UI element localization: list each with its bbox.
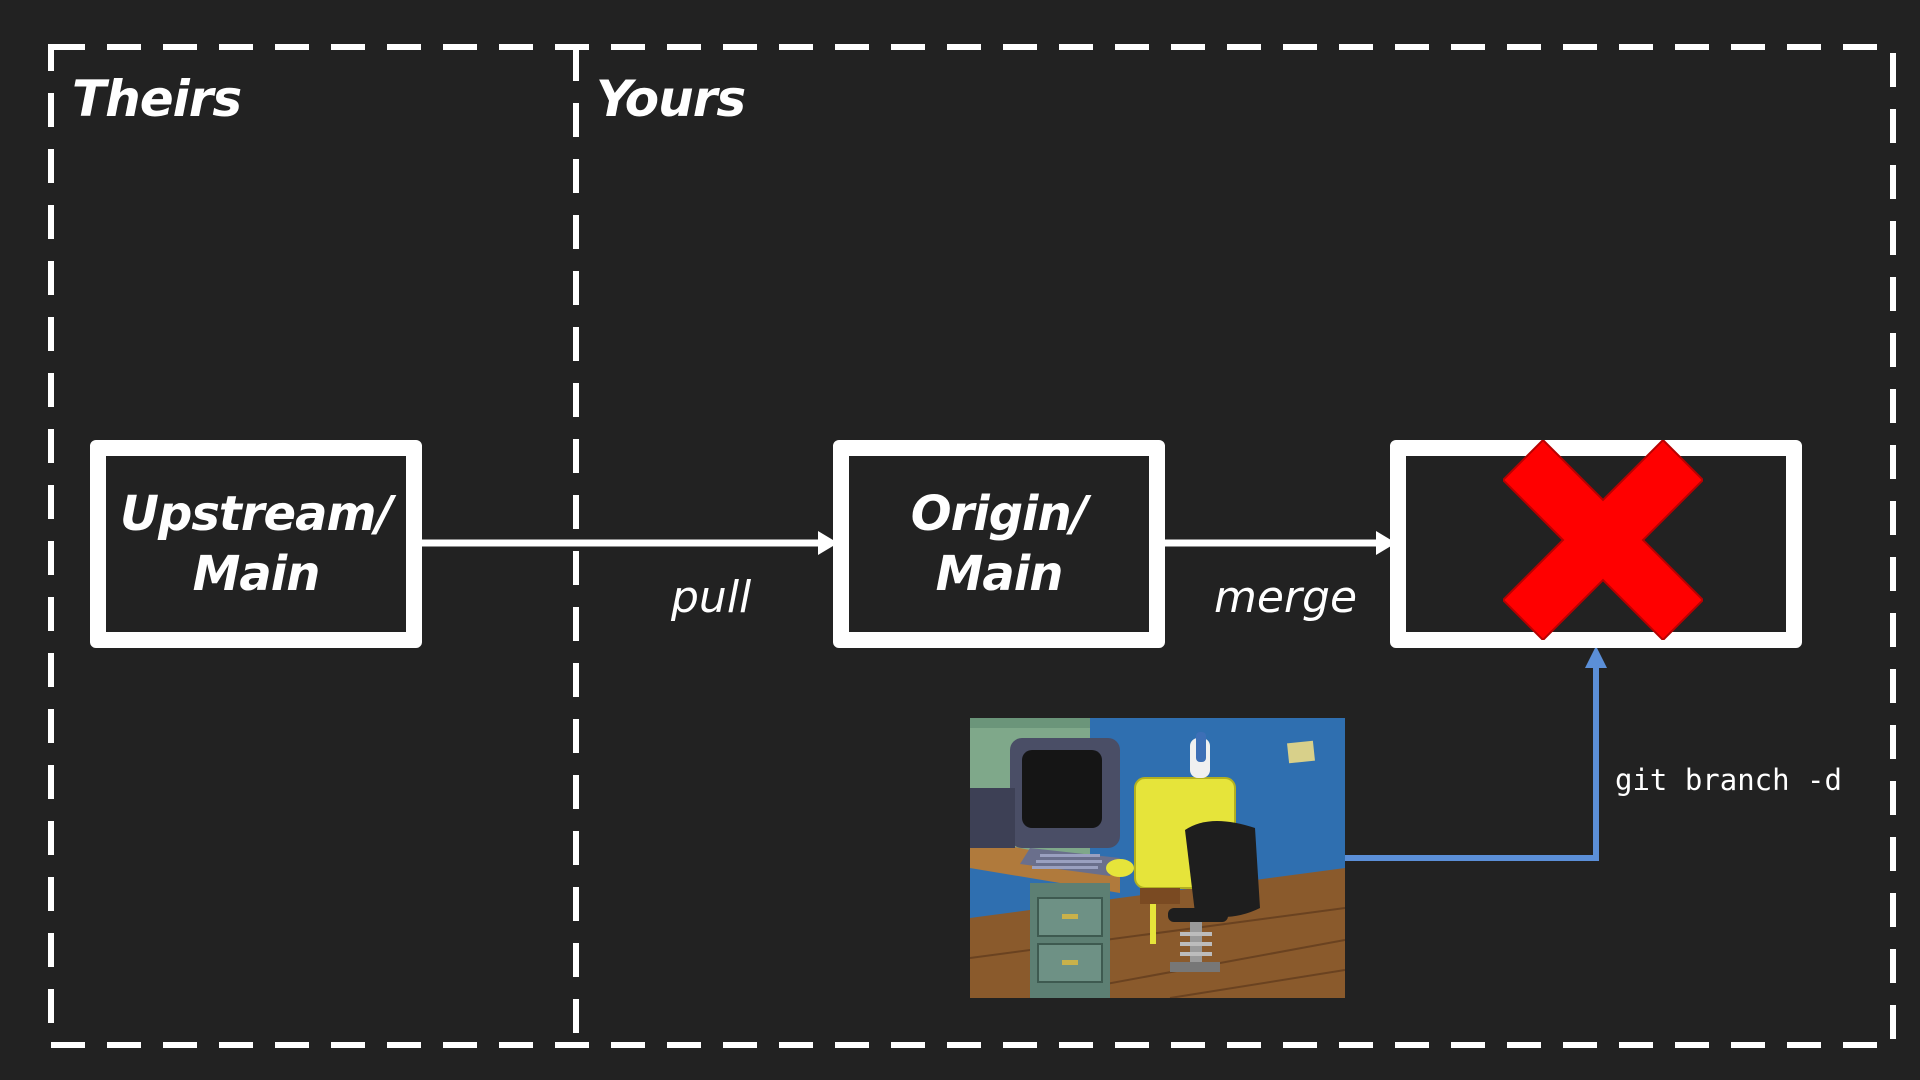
node-origin-line2: Main bbox=[935, 546, 1064, 602]
merge-arrow bbox=[1162, 531, 1396, 555]
region-title-yours: Yours bbox=[596, 70, 746, 128]
node-origin-line1: Origin/ bbox=[910, 486, 1088, 542]
cartoon-typing-at-computer-illustration bbox=[970, 718, 1345, 998]
node-upstream-line2: Main bbox=[192, 546, 321, 602]
outer-boundary bbox=[48, 44, 1896, 1048]
pull-arrow bbox=[418, 531, 838, 555]
edge-label-git-branch-delete: git branch -d bbox=[1615, 763, 1842, 797]
red-x-cross-icon bbox=[1503, 440, 1703, 640]
edge-label-merge: merge bbox=[1214, 572, 1358, 623]
node-upstream-line1: Upstream/ bbox=[119, 486, 393, 542]
node-upstream-main: Upstream/ Main bbox=[90, 440, 422, 648]
delete-arrow bbox=[1345, 646, 1607, 861]
region-title-theirs: Theirs bbox=[72, 70, 242, 128]
edge-label-pull: pull bbox=[671, 572, 752, 623]
node-origin-main: Origin/ Main bbox=[833, 440, 1165, 648]
